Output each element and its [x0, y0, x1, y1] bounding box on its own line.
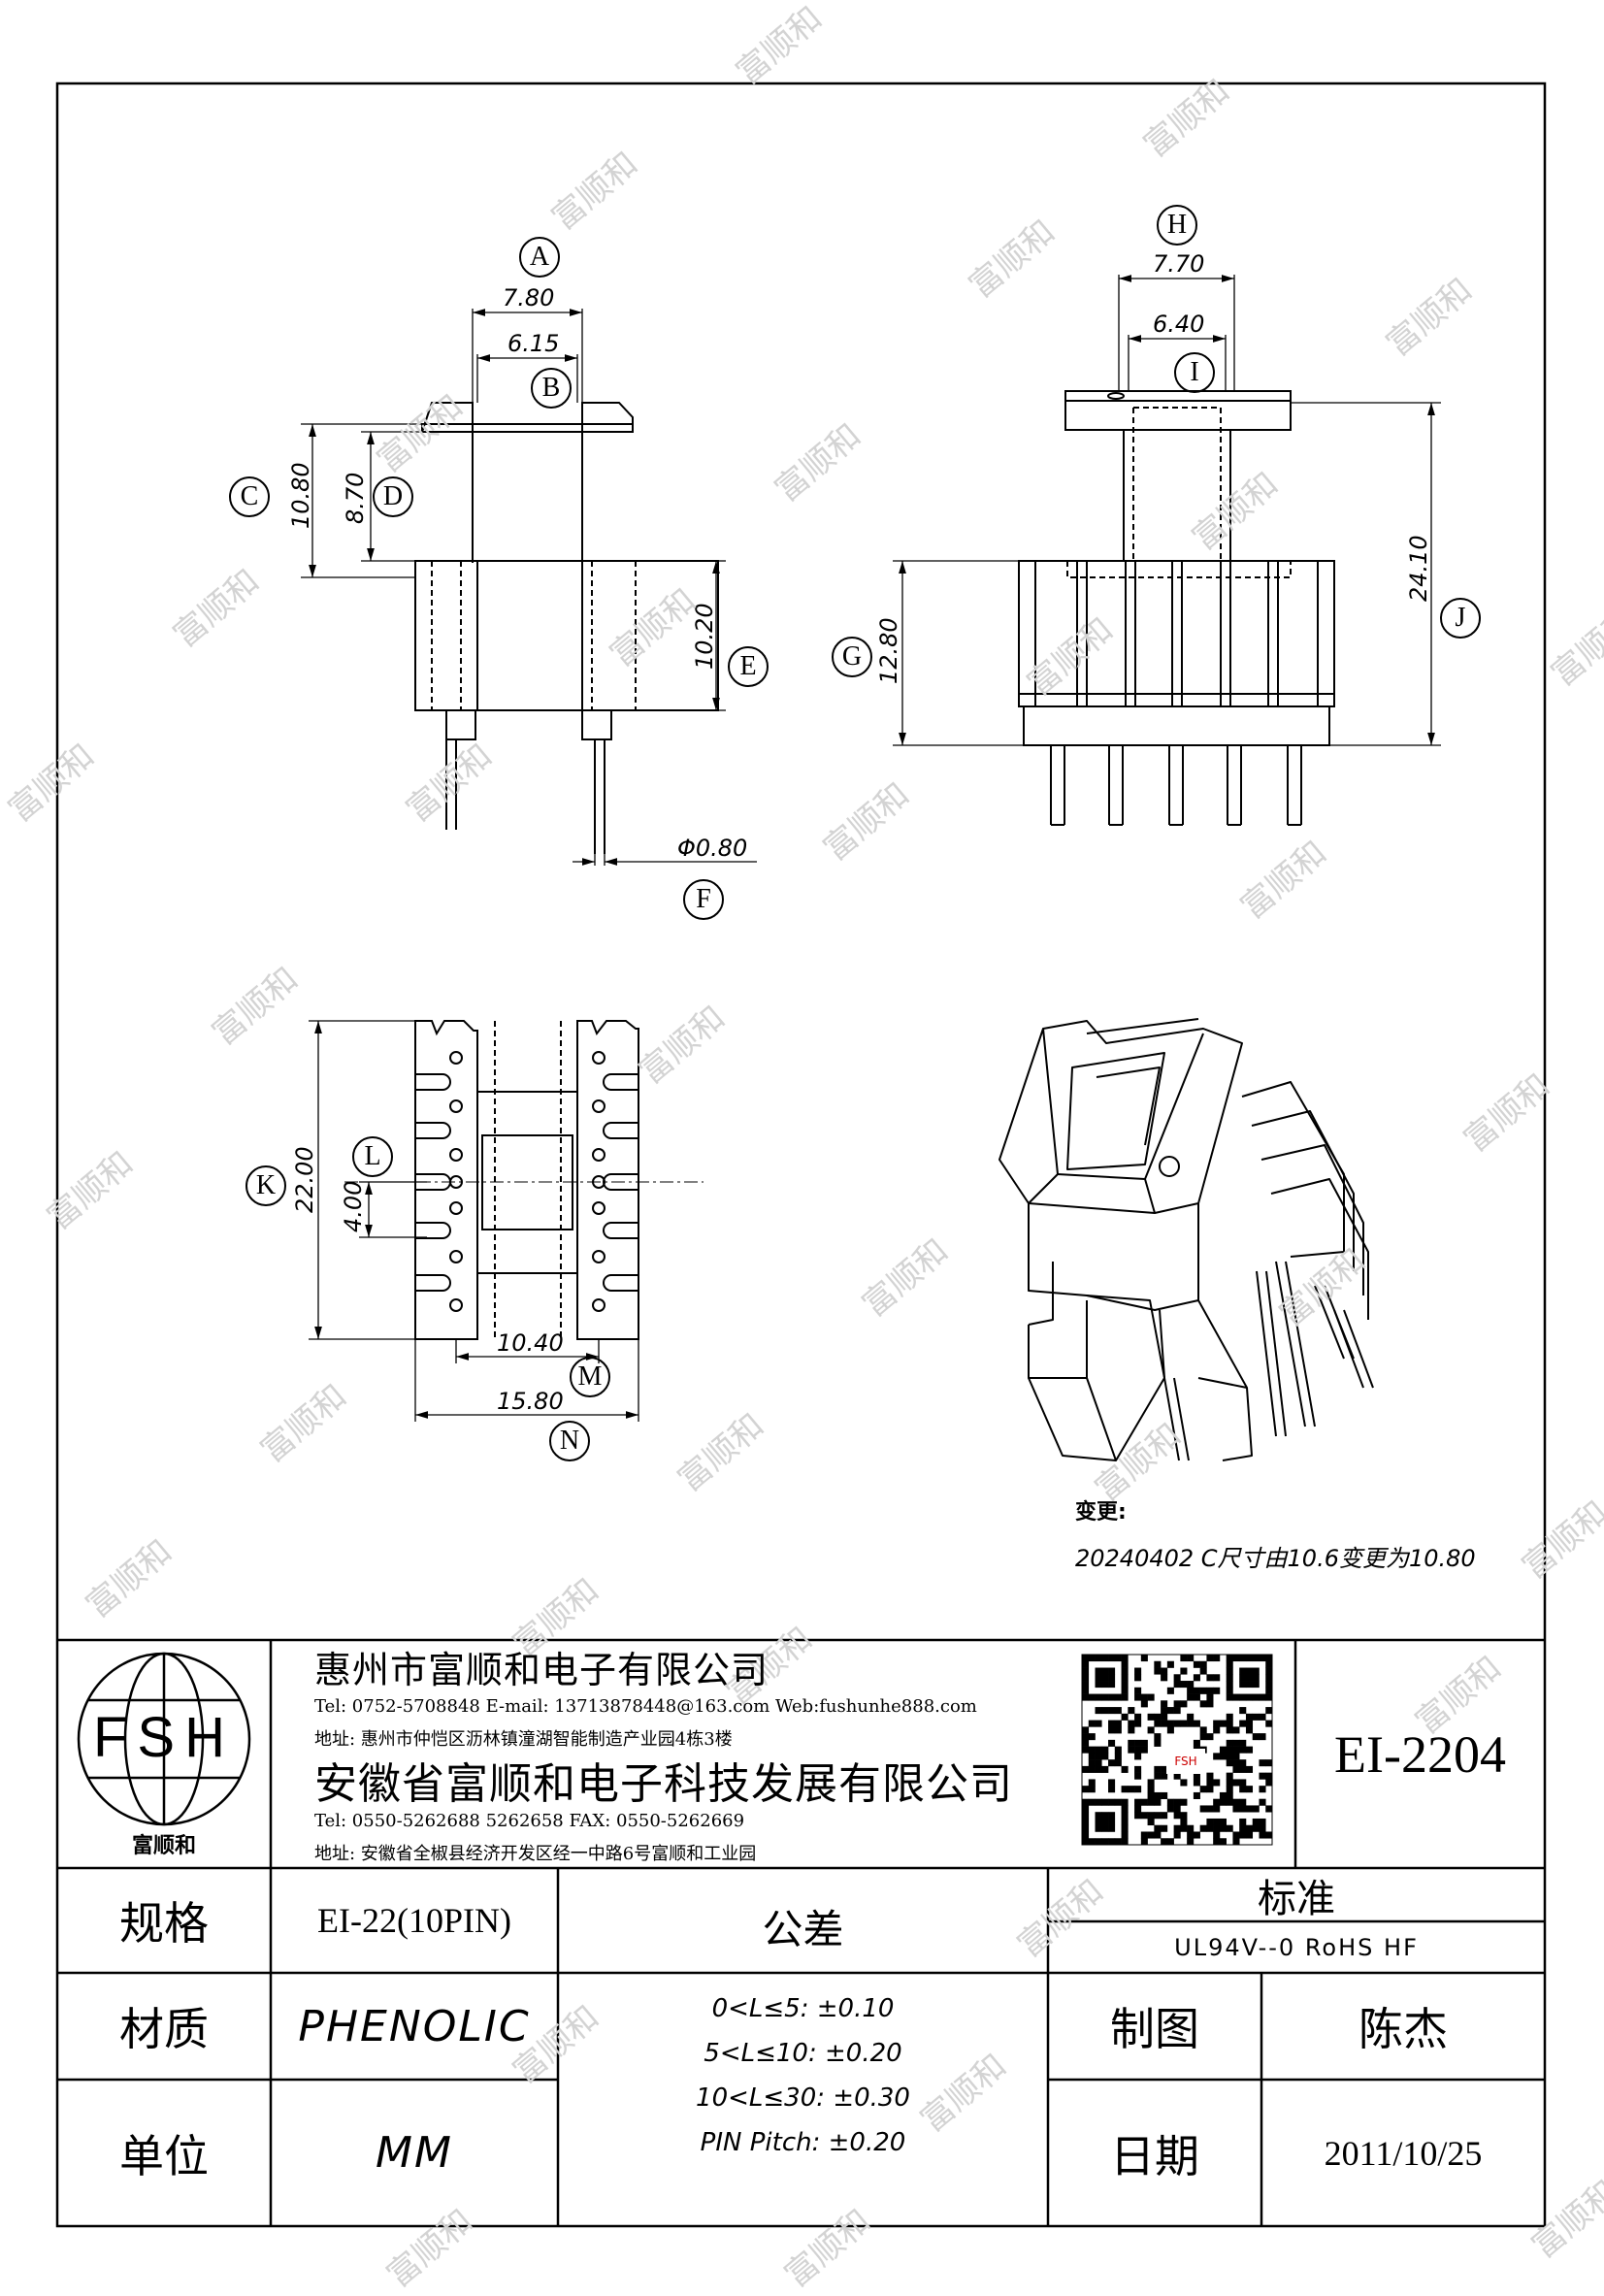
tolerance-label: 公差 [762, 1905, 844, 1953]
comb-slot [415, 1222, 451, 1239]
balloon-n: N [549, 1421, 590, 1461]
standard-label: 标准 [1258, 1876, 1335, 1921]
dimension-h: 7.70 [1153, 250, 1205, 278]
tolerance-line-4: PIN Pitch: ±0.20 [700, 2128, 906, 2157]
comb-slot [603, 1222, 638, 1239]
front-view [414, 402, 719, 854]
company-contact-anhui: Tel: 0550-5262688 5262658 FAX: 0550-5262… [314, 1811, 745, 1831]
balloon-g: G [832, 637, 872, 677]
pin-hole [449, 1099, 463, 1113]
comb-slot [415, 1073, 451, 1091]
standard-value: UL94V--0 RoHS HF [1174, 1933, 1419, 1961]
top-view-slots [415, 1051, 638, 1312]
pin-hole [449, 1201, 463, 1215]
date-label: 日期 [1110, 2129, 1199, 2182]
comb-slot [603, 1122, 638, 1139]
top-view-dimensions [309, 1020, 639, 1422]
dimension-l: 4.00 [340, 1180, 367, 1232]
qr-code [1081, 1654, 1273, 1846]
pin-hole [449, 1250, 463, 1263]
balloon-e: E [728, 646, 769, 687]
tolerance-line-3: 10<L≤30: ±0.30 [696, 2083, 910, 2113]
isometric-view [998, 1018, 1374, 1461]
pin-hole [592, 1250, 606, 1263]
comb-slot [603, 1274, 638, 1292]
balloon-b: B [531, 368, 572, 409]
company-name-anhui: 安徽省富顺和电子科技发展有限公司 [314, 1759, 1013, 1809]
company-address-huizhou: 地址: 惠州市仲恺区沥林镇潼湖智能制造产业园4栋3楼 [314, 1729, 733, 1750]
material-value: PHENOLIC [298, 2001, 531, 2051]
pin-hole [592, 1099, 606, 1113]
logo-text: FSH [93, 1705, 235, 1769]
drawn-by-value: 陈杰 [1358, 2003, 1448, 2055]
tolerance-line-1: 0<L≤5: ±0.10 [711, 1994, 895, 2023]
unit-label: 单位 [119, 2129, 209, 2182]
dimension-j: 24.10 [1405, 535, 1432, 602]
dimension-b: 6.15 [507, 330, 560, 357]
balloon-d: D [373, 476, 413, 517]
fsh-logo-globe [77, 1652, 251, 1826]
dimension-a: 7.80 [503, 284, 555, 312]
pin-hole [449, 1298, 463, 1312]
dimension-k: 22.00 [291, 1146, 318, 1213]
balloon-a: A [519, 237, 560, 278]
dimension-i: 6.40 [1153, 311, 1205, 338]
tolerance-list: 0<L≤5: ±0.10 5<L≤10: ±0.20 10<L≤30: ±0.3… [558, 1994, 1048, 2173]
dimension-g: 12.80 [875, 617, 902, 684]
balloon-j: J [1440, 598, 1481, 639]
comb-slot [415, 1122, 451, 1139]
comb-slot [415, 1274, 451, 1292]
comb-slot [603, 1073, 638, 1091]
pin-hole [449, 1148, 463, 1162]
sheet-border [55, 82, 1547, 2228]
top-view [344, 1020, 704, 1340]
tolerance-line-2: 5<L≤10: ±0.20 [704, 2039, 902, 2068]
company-contact-huizhou: Tel: 0752-5708848 E-mail: 13713878448@16… [314, 1696, 977, 1717]
dimension-n: 15.80 [497, 1388, 564, 1415]
date-value: 2011/10/25 [1324, 2133, 1483, 2173]
balloon-c: C [229, 476, 270, 517]
change-note-title: 变更: [1075, 1500, 1127, 1525]
balloon-l: L [352, 1136, 393, 1177]
dimension-e: 10.20 [691, 603, 718, 670]
dimension-m: 10.40 [497, 1329, 564, 1357]
change-note: 变更: 20240402 C尺寸由10.6变更为10.80 [1075, 1494, 1476, 1573]
dimension-c: 10.80 [287, 462, 314, 529]
drawn-by-label: 制图 [1110, 2003, 1199, 2055]
spec-value: EI-22(10PIN) [317, 1901, 511, 1940]
unit-value: MM [376, 2128, 453, 2178]
change-note-entry: 20240402 C尺寸由10.6变更为10.80 [1075, 1545, 1476, 1572]
dimension-d: 8.70 [342, 472, 369, 524]
titleblock-grid [57, 1638, 1545, 2226]
pin-hole [592, 1201, 606, 1215]
material-label: 材质 [119, 2003, 209, 2055]
pin-hole [592, 1298, 606, 1312]
side-view [1018, 390, 1335, 826]
pin-hole [592, 1175, 606, 1189]
balloon-m: M [570, 1357, 610, 1397]
spec-label: 规格 [119, 1897, 209, 1950]
title-block: FSH 富顺和 惠州市富顺和电子有限公司 Tel: 0752-5708848 E… [57, 1640, 1545, 2226]
qr-caption: FSH [1166, 1749, 1205, 1774]
pin-hole [592, 1148, 606, 1162]
logo-caption: 富顺和 [131, 1833, 196, 1858]
dimension-f: Φ0.80 [677, 835, 748, 862]
front-view-dimensions [301, 309, 757, 866]
pin-hole [449, 1051, 463, 1065]
pin-hole [592, 1051, 606, 1065]
company-name-huizhou: 惠州市富顺和电子有限公司 [314, 1649, 769, 1691]
company-address-anhui: 地址: 安徽省全椒县经济开发区经一中路6号富顺和工业园 [314, 1844, 757, 1864]
part-number: EI-2204 [1334, 1724, 1506, 1784]
balloon-k: K [246, 1165, 286, 1206]
side-view-dimensions [893, 275, 1441, 746]
balloon-i: I [1174, 352, 1215, 393]
balloon-f: F [683, 879, 724, 920]
pin-hole [449, 1175, 463, 1189]
balloon-h: H [1157, 205, 1197, 246]
